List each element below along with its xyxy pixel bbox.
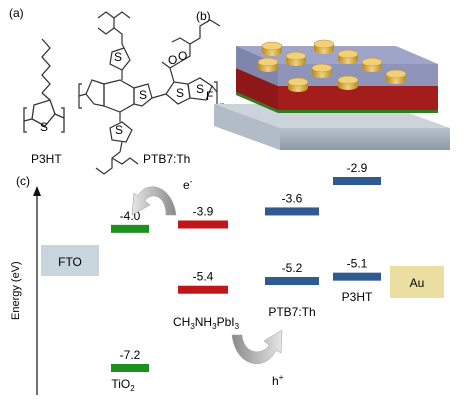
p3ht-name: P3HT: [31, 152, 62, 166]
p3ht-sulfur: S: [40, 120, 48, 134]
energy-level-value: -5.2: [282, 261, 303, 275]
electron-label: e-: [183, 177, 193, 192]
ptb7th-sulfur-3: S: [139, 88, 147, 102]
gold-contact: [361, 57, 383, 72]
hole-transfer-arrow: [231, 329, 283, 364]
energy-axis-arrowhead: [33, 186, 41, 196]
energy-level-value: -2.9: [347, 161, 368, 175]
ptb7th-level-label: PTB7:Th: [268, 305, 315, 319]
energy-level-bar: [265, 277, 319, 286]
ptb7th-sulfur-4: S: [176, 86, 184, 100]
panel-label-b: (b): [196, 9, 211, 23]
gold-contact: [337, 49, 359, 64]
gold-contact: [285, 51, 307, 66]
gold-contact: [261, 41, 283, 56]
energy-level-value: -7.2: [120, 348, 141, 362]
fto-electrode: [41, 245, 99, 276]
gold-contact: [337, 75, 359, 90]
au-label: Au: [410, 276, 425, 290]
fto-label: FTO: [58, 255, 82, 269]
energy-level-bar: [178, 285, 228, 294]
tio2-label: TiO2: [111, 377, 135, 393]
ptb7th-oxygen-2: O: [178, 49, 187, 63]
energy-level-bar: [111, 224, 149, 233]
ptb7th-structure: [78, 11, 221, 175]
gold-contact: [313, 39, 335, 54]
gold-contact: [287, 77, 309, 92]
gold-contact: [385, 69, 407, 84]
energy-level-bar: [333, 177, 381, 185]
panel-label-c: (c): [16, 174, 30, 188]
electron-transfer-arrow: [131, 186, 177, 216]
ptb7th-sulfur-5: S: [196, 82, 204, 96]
energy-axis-label: Energy (eV): [10, 261, 22, 320]
panel-label-a: (a): [9, 6, 24, 20]
gold-contact: [257, 57, 279, 72]
energy-level-bar: [111, 364, 149, 372]
device-stack: [214, 46, 450, 150]
energy-level-bar: [333, 272, 381, 281]
ptb7th-fluorine: F: [206, 89, 213, 103]
energy-level-bar: [178, 220, 228, 229]
ptb7th-sulfur-2: S: [115, 123, 123, 137]
energy-level-value: -3.6: [282, 191, 303, 205]
energy-level-bar: [265, 207, 319, 216]
energy-level-value: -5.4: [193, 270, 214, 284]
energy-levels: -4.0-7.2-3.9-5.4-3.6-5.2-2.9-5.1: [111, 161, 381, 372]
hole-label: h+: [272, 373, 284, 388]
gold-contact: [311, 63, 333, 78]
ptb7th-name: PTB7:Th: [143, 152, 190, 166]
p3ht-level-label: P3HT: [342, 290, 373, 304]
ptb7th-sulfur-1: S: [114, 50, 122, 64]
au-electrode: [390, 266, 444, 298]
energy-level-value: -3.9: [193, 204, 214, 218]
perovskite-label: CH3NH3PbI3: [173, 315, 240, 331]
gold-electrodes: [257, 39, 407, 92]
p3ht-structure: [23, 38, 65, 133]
ptb7th-oxygen: O: [168, 53, 177, 67]
energy-level-value: -5.1: [347, 257, 368, 271]
